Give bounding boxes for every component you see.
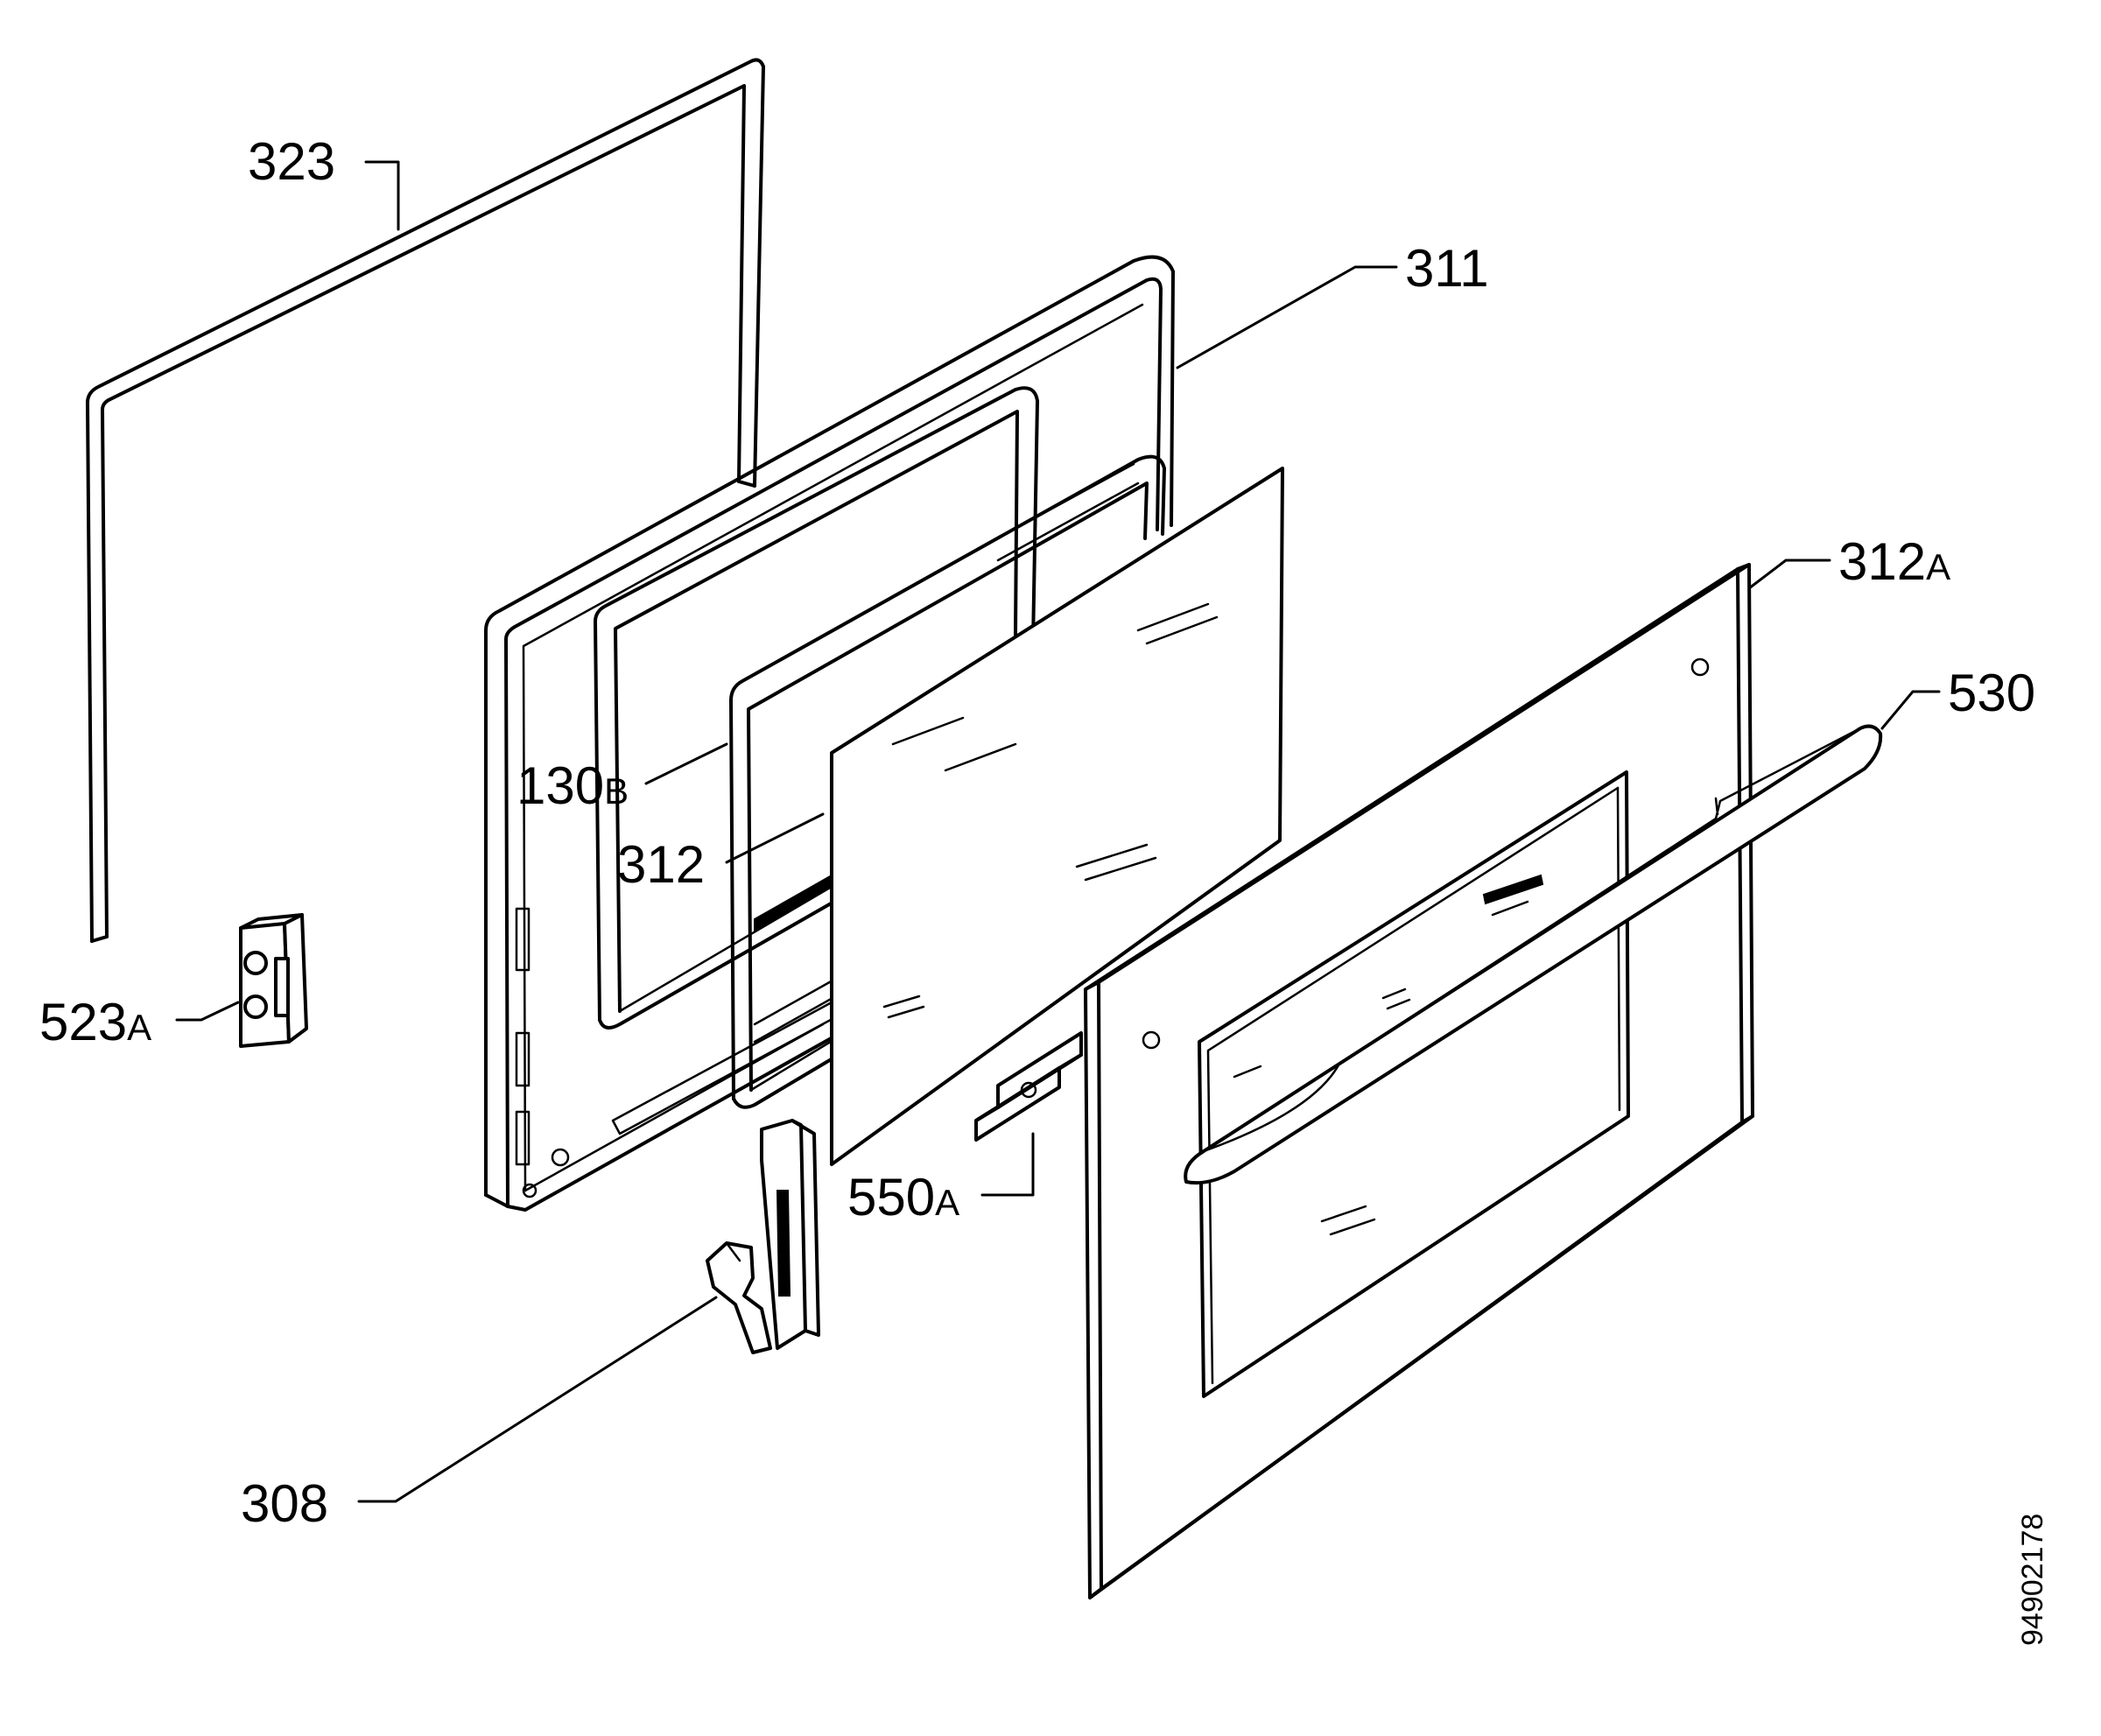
label-311: 311 — [1405, 239, 1489, 298]
leader-530 — [1880, 690, 1941, 730]
door-seal-gasket-323 — [86, 58, 765, 943]
leader-312A — [1747, 559, 1831, 590]
label-323: 323 — [248, 132, 335, 191]
part-labels: 323 311 312A 530 130B 312 523A 550A 308 — [39, 132, 2035, 1533]
door-handle-530 — [1184, 724, 1883, 1185]
label-130B: 130B — [516, 756, 629, 815]
document-number: 94902178 — [2016, 1514, 2049, 1646]
hinge-receiver-523A — [239, 913, 308, 1048]
label-550A: 550A — [847, 1168, 959, 1226]
inner-glass-312 — [729, 454, 1166, 1109]
leader-323 — [364, 160, 400, 231]
glass-retainer-550A — [974, 1031, 1083, 1142]
leader-312 — [725, 812, 825, 864]
middle-glass-pane — [830, 467, 1284, 1166]
inner-door-frame-311 — [484, 255, 1175, 1212]
door-hinge-308 — [706, 1119, 820, 1354]
label-530: 530 — [1948, 664, 2035, 722]
leader-130B — [644, 742, 728, 785]
leader-550A — [980, 1132, 1035, 1197]
leader-311 — [1176, 265, 1398, 369]
label-312: 312 — [617, 835, 705, 894]
leader-308 — [357, 1296, 718, 1503]
label-523A: 523A — [39, 993, 151, 1051]
label-308: 308 — [241, 1474, 328, 1533]
leader-523A — [175, 1001, 240, 1022]
outer-glass-panel-312A — [1084, 563, 1754, 1599]
leader-lines — [175, 160, 1941, 1503]
label-312A: 312A — [1838, 532, 1950, 591]
